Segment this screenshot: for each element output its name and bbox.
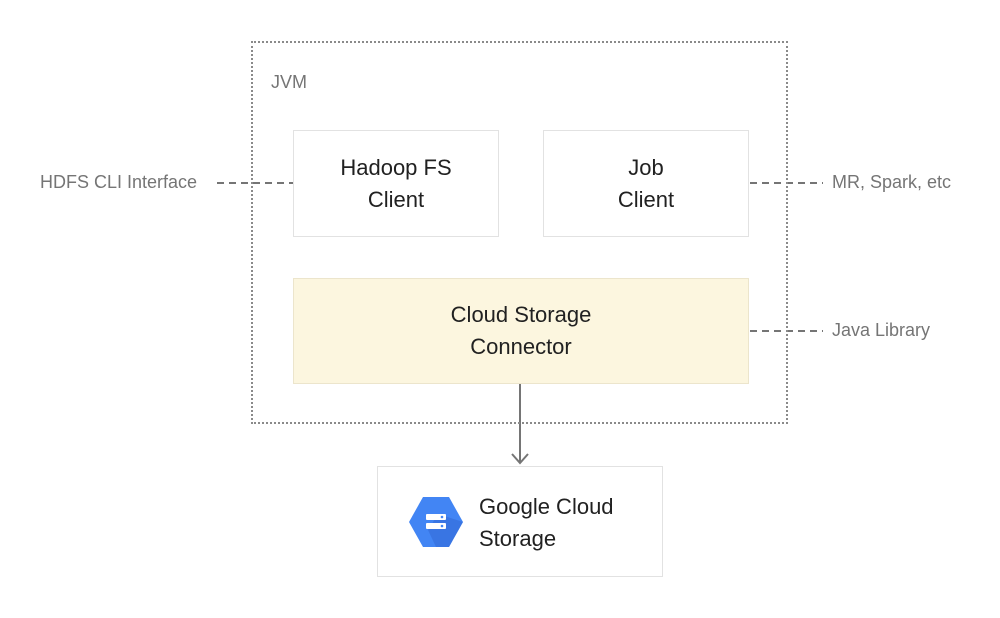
mr-spark-label: MR, Spark, etc xyxy=(832,172,952,192)
jvm-label: JVM xyxy=(271,72,307,92)
java-library-label: Java Library xyxy=(832,320,931,340)
hdfs-cli-interface-label: HDFS CLI Interface xyxy=(40,172,198,192)
gcs-line2: Storage xyxy=(479,526,557,551)
jvm-container xyxy=(251,41,788,424)
connector-line2: Connector xyxy=(470,334,572,359)
job-client-box: Job Client xyxy=(543,130,749,237)
google-cloud-storage-icon xyxy=(409,497,463,547)
connector-line1: Cloud Storage xyxy=(450,302,592,327)
job-client-line1: Job xyxy=(628,154,664,180)
cloud-storage-connector-box: Cloud Storage Connector xyxy=(293,278,749,384)
job-client-line2: Client xyxy=(617,186,675,212)
hadoop-fs-client-line2: Client xyxy=(367,186,425,212)
google-cloud-storage-box: Google Cloud Storage xyxy=(377,466,663,577)
hadoop-fs-client-box: Hadoop FS Client xyxy=(293,130,499,237)
gcs-line1: Google Cloud xyxy=(479,494,614,519)
hadoop-fs-client-line1: Hadoop FS xyxy=(340,154,452,180)
arrow-head xyxy=(511,453,529,465)
